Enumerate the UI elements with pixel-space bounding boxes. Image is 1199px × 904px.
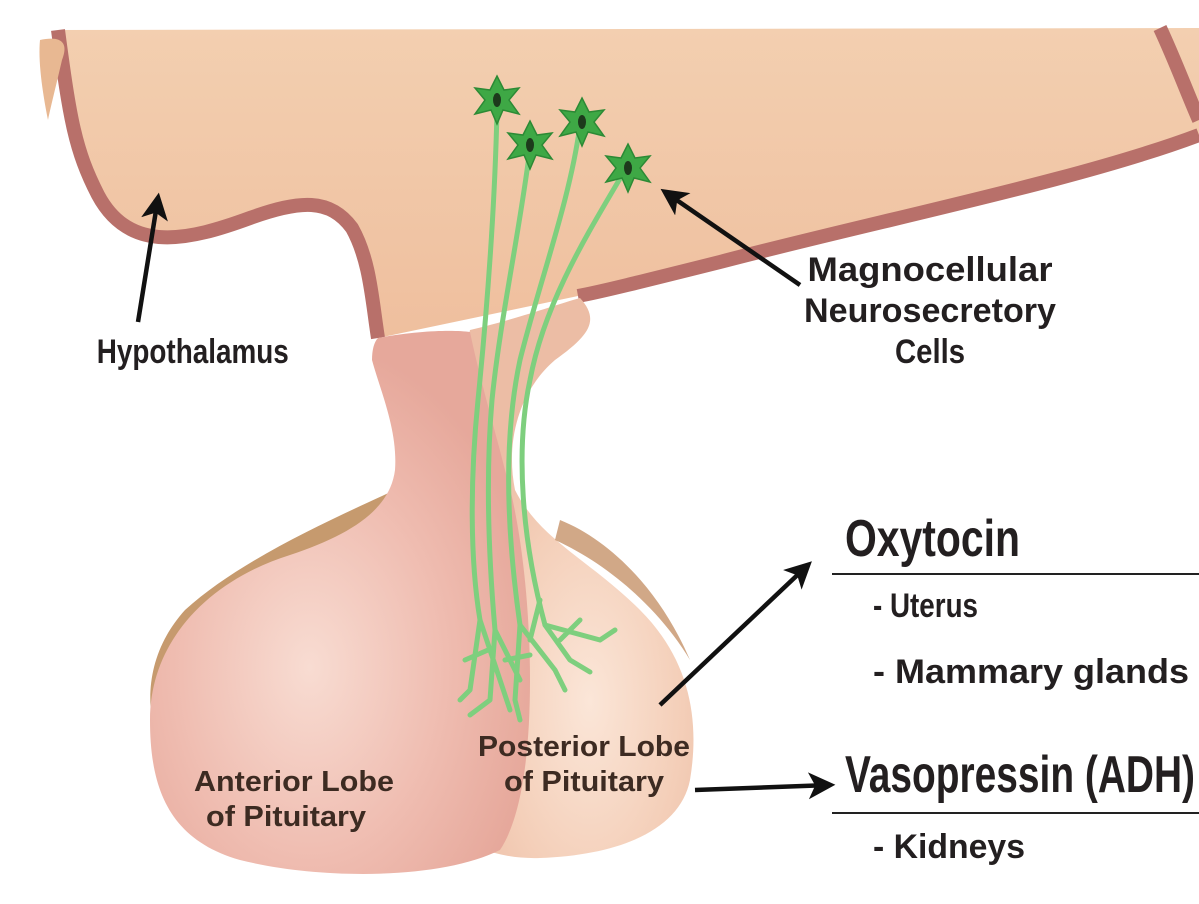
anterior-lobe-label-line-1: Anterior Lobe [194, 766, 394, 798]
magnocellular-label-line-2: Neurosecretory [804, 292, 1056, 330]
vasopressin-target-kidneys: - Kidneys [873, 828, 1025, 866]
oxytocin-target-mammary: - Mammary glands [873, 653, 1189, 691]
magnocellular-label-line-3: Cells [895, 333, 965, 371]
oxytocin-heading: Oxytocin [845, 510, 1020, 568]
posterior-lobe-label-line-1: Posterior Lobe [478, 731, 690, 763]
oxytocin-block: Oxytocin - Uterus - Mammary glands [845, 510, 1189, 691]
vasopressin-heading: Vasopressin (ADH) [845, 746, 1195, 804]
magnocellular-label: Magnocellular Neurosecretory Cells [804, 251, 1056, 371]
anterior-lobe-label-line-2: of Pituitary [206, 801, 366, 833]
vasopressin-block: Vasopressin (ADH) - Kidneys [845, 746, 1195, 866]
oxytocin-arrow [660, 565, 808, 705]
hypothalamus-label: Hypothalamus [97, 332, 289, 370]
vasopressin-arrow [695, 785, 830, 790]
magnocellular-label-line-1: Magnocellular [808, 251, 1053, 289]
posterior-lobe-label-line-2: of Pituitary [504, 766, 664, 798]
oxytocin-target-uterus: - Uterus [873, 587, 978, 625]
